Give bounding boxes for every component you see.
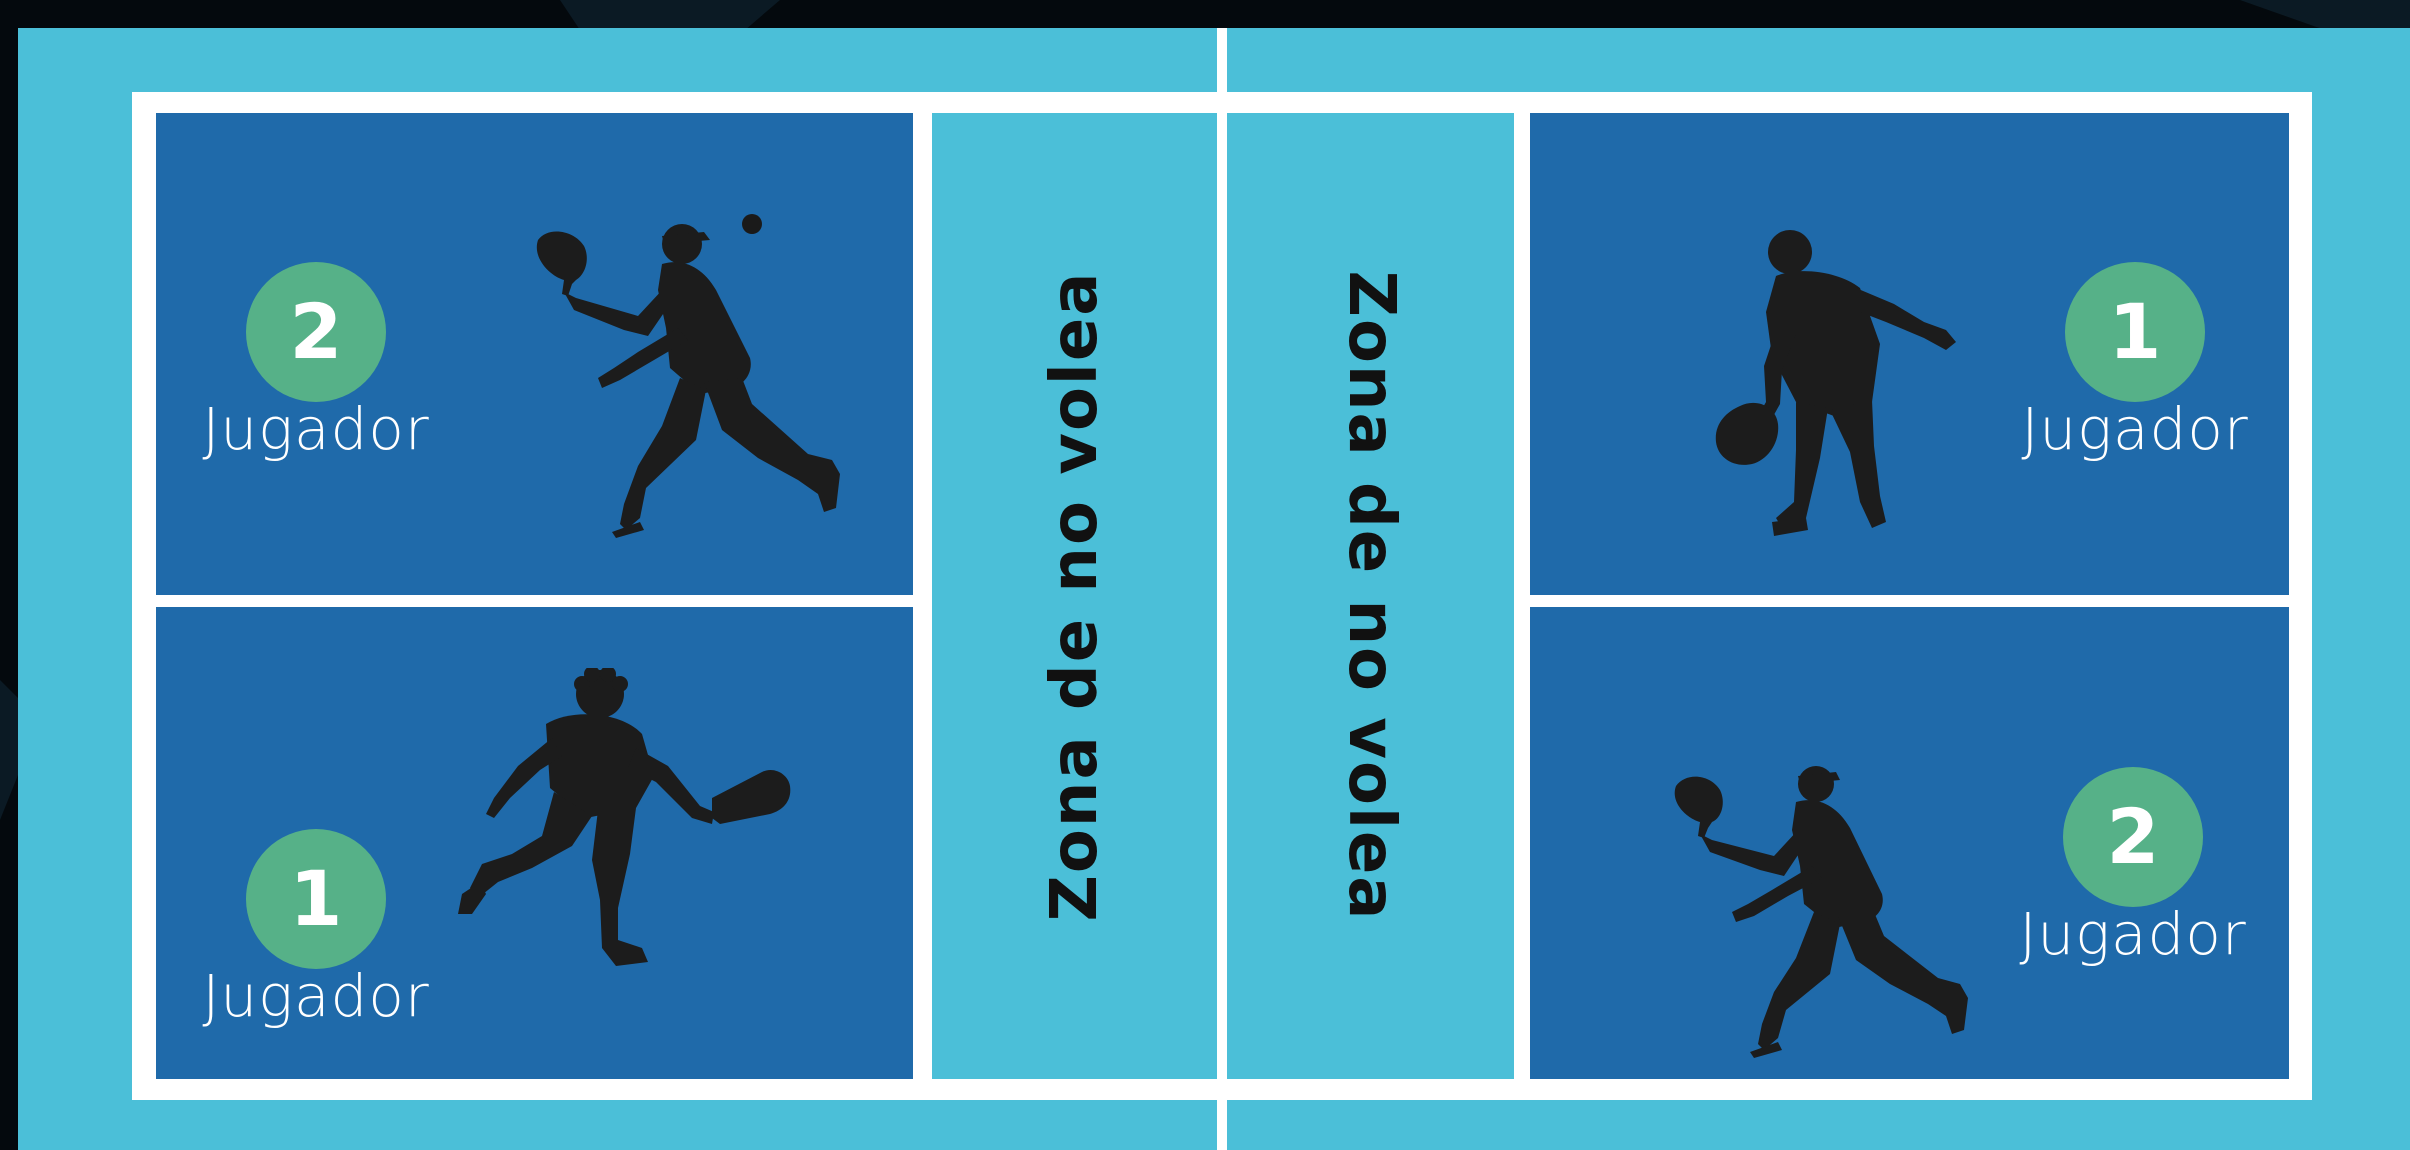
player-number: 1 — [246, 829, 386, 969]
player-label: Jugador — [2013, 901, 2253, 967]
player-badge-left-bottom: 1 Jugador — [196, 829, 436, 1029]
net-line — [1217, 28, 1227, 1150]
right-kitchen-zone: Zona de no volea — [1227, 113, 1514, 1079]
player-number: 2 — [246, 262, 386, 402]
player-silhouette-icon — [1710, 226, 1970, 546]
player-number: 1 — [2065, 262, 2205, 402]
player-badge-right-top: 1 Jugador — [2015, 262, 2255, 462]
player-badge-right-bottom: 2 Jugador — [2013, 767, 2253, 967]
player-label: Jugador — [2015, 396, 2255, 462]
player-number: 2 — [2063, 767, 2203, 907]
player-badge-left-top: 2 Jugador — [196, 262, 436, 462]
player-silhouette-icon — [422, 668, 802, 988]
right-kitchen-label: Zona de no volea — [1334, 271, 1408, 922]
player-label: Jugador — [196, 963, 436, 1029]
left-kitchen-label: Zona de no volea — [1038, 271, 1112, 922]
left-kitchen-zone: Zona de no volea — [932, 113, 1217, 1079]
player-silhouette-icon — [528, 218, 868, 538]
player-silhouette-icon — [1668, 760, 1998, 1060]
player-label: Jugador — [196, 396, 436, 462]
